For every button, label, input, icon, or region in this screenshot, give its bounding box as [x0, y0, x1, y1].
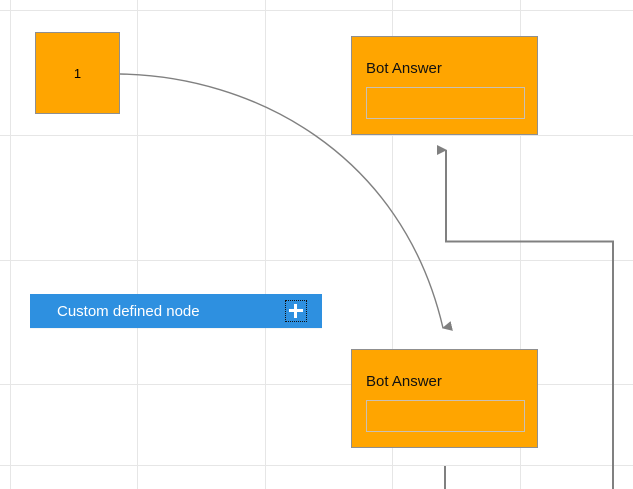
node-custom-defined[interactable]: Custom defined node: [30, 294, 322, 328]
node-square-1[interactable]: 1: [35, 32, 120, 114]
node-bot-answer-top-slot[interactable]: [366, 87, 525, 119]
node-square-1-label: 1: [73, 65, 82, 81]
node-bot-answer-top-title: Bot Answer: [366, 60, 442, 77]
node-bot-answer-bottom[interactable]: Bot Answer: [351, 349, 538, 448]
node-custom-defined-label: Custom defined node: [57, 302, 200, 320]
node-bot-answer-top[interactable]: Bot Answer: [351, 36, 538, 135]
node-bot-answer-bottom-slot[interactable]: [366, 400, 525, 432]
plus-icon[interactable]: [285, 300, 307, 322]
node-bot-answer-bottom-title: Bot Answer: [366, 373, 442, 390]
plus-glyph: [289, 304, 303, 318]
